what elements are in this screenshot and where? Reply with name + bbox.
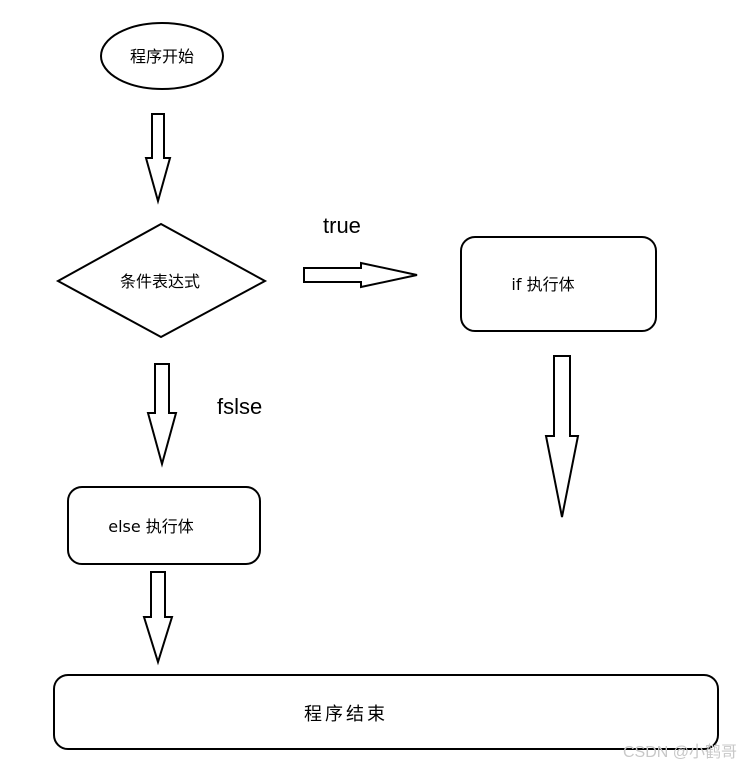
end-node-label: 程序结束 [304, 704, 388, 725]
false-edge-label: fslse [217, 394, 262, 419]
arrow-else-to-end [142, 571, 174, 666]
else-body-node-label: else 执行体 [108, 517, 194, 536]
arrow-if-down [544, 355, 580, 518]
end-node: 程序结束 [53, 674, 719, 750]
else-body-node: else 执行体 [67, 486, 261, 565]
condition-node-label: 条件表达式 [120, 272, 200, 291]
start-node-label: 程序开始 [130, 47, 194, 66]
true-edge-label: true [323, 213, 361, 238]
if-body-node: if 执行体 [460, 236, 657, 332]
start-node: 程序开始 [100, 22, 224, 90]
condition-node: 条件表达式 [55, 222, 268, 339]
if-body-node-label: if 执行体 [511, 275, 574, 294]
arrow-start-to-condition [144, 113, 172, 205]
arrow-condition-to-else [146, 363, 178, 468]
arrow-condition-to-if [303, 261, 418, 289]
csdn-watermark: CSDN @小鹤哥 [623, 743, 737, 761]
